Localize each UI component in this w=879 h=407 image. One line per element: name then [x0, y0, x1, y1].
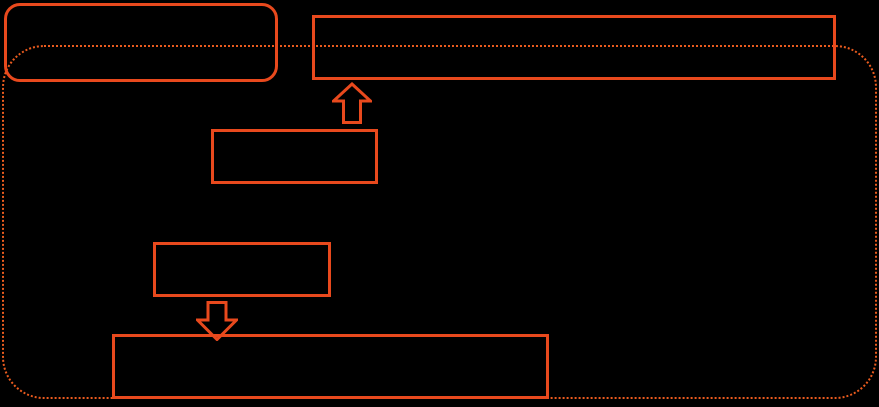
middle-lower-box — [153, 242, 331, 297]
top-left-rounded-box — [4, 3, 278, 82]
top-right-box — [312, 15, 836, 80]
arrow-up-icon — [332, 82, 372, 124]
arrow-down-icon — [196, 301, 238, 341]
bottom-box — [112, 334, 549, 399]
middle-upper-box — [211, 129, 378, 184]
